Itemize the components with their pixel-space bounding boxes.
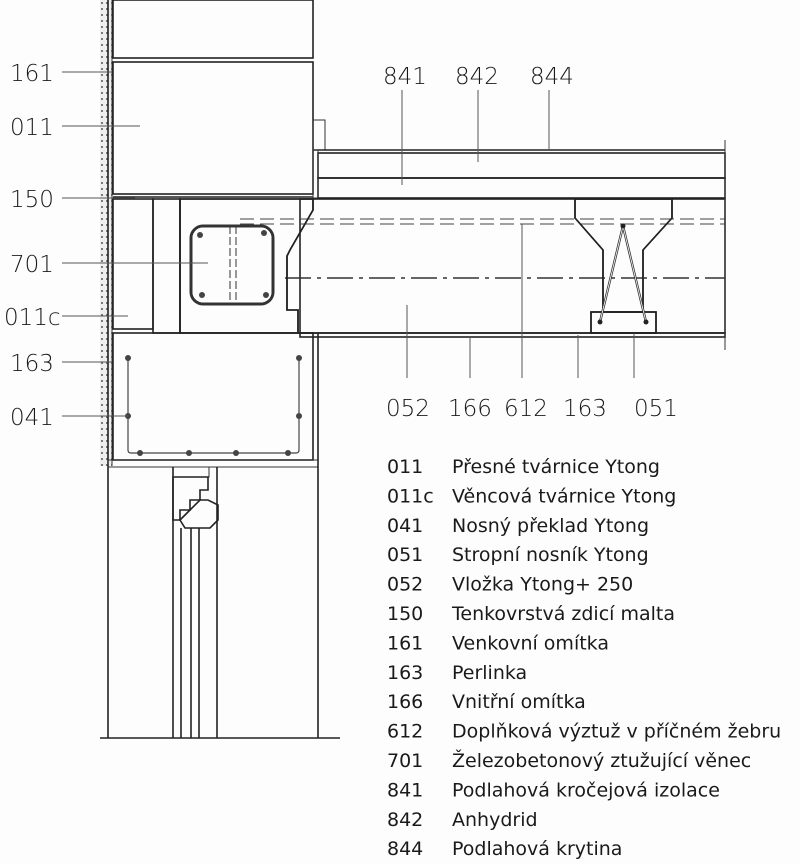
legend-row: 612 Doplňková výztuž v příčném žebru	[387, 721, 781, 743]
label-612: 612	[504, 396, 548, 422]
legend-row: 841 Podlahová kročejová izolace	[387, 779, 720, 801]
block-011	[112, 61, 314, 195]
label-841: 841	[383, 64, 427, 90]
legend-text: Vložka Ytong+ 250	[452, 574, 633, 596]
baseboard	[312, 119, 326, 151]
legend-row: 163 Perlinka	[387, 662, 527, 684]
label-051: 051	[634, 396, 678, 422]
legend-code: 011c	[387, 485, 434, 507]
label-163: 163	[10, 351, 54, 377]
label-150: 150	[10, 187, 54, 213]
legend-code: 612	[387, 721, 423, 743]
legend-code: 701	[387, 750, 423, 772]
legend-code: 842	[387, 809, 423, 831]
legend-code: 166	[387, 691, 423, 713]
label-701: 701	[10, 252, 54, 278]
ring-block-011c	[112, 198, 154, 330]
legend-code: 041	[387, 515, 423, 537]
legend-code: 011	[387, 456, 423, 478]
legend-row: 166 Vnitřní omítka	[387, 691, 586, 713]
legend-row: 150 Tenkovrstvá zdicí malta	[387, 603, 675, 625]
legend: 011 Přesné tvárnice Ytong 011c Věncová tvár…	[387, 456, 781, 860]
impact-insulation-841	[317, 177, 726, 199]
legend-text: Věncová tvárnice Ytong	[452, 485, 676, 507]
legend-row: 041 Nosný překlad Ytong	[387, 515, 649, 537]
label-011c: 011c	[4, 305, 61, 331]
legend-code: 844	[387, 838, 423, 860]
legend-text: Podlahová kročejová izolace	[452, 779, 720, 801]
label-011: 011	[10, 115, 54, 141]
label-166: 166	[448, 396, 492, 422]
legend-text: Perlinka	[452, 662, 527, 684]
ring-insulation	[152, 198, 181, 334]
legend-code: 163	[387, 662, 423, 684]
window-frame	[172, 466, 219, 738]
legend-row: 842 Anhydrid	[387, 809, 538, 831]
interior-plaster-166	[299, 332, 726, 338]
legend-row: 051 Stropní nosník Ytong	[387, 544, 649, 566]
legend-code: 052	[387, 574, 423, 596]
legend-text: Doplňková výztuž v příčném žebru	[452, 721, 781, 743]
legend-text: Venkovní omítka	[452, 632, 609, 654]
label-161: 161	[10, 61, 54, 87]
legend-row: 052 Vložka Ytong+ 250	[387, 574, 633, 596]
legend-text: Tenkovrstvá zdicí malta	[451, 603, 675, 625]
legend-code: 051	[387, 544, 423, 566]
legend-row: 844 Podlahová krytina	[387, 838, 622, 860]
legend-text: Nosný překlad Ytong	[452, 515, 649, 537]
legend-row: 011c Věncová tvárnice Ytong	[387, 485, 676, 507]
legend-text: Stropní nosník Ytong	[452, 544, 649, 566]
legend-code: 841	[387, 779, 423, 801]
lintel-041	[112, 332, 314, 461]
legend-text: Železobetonový ztužující věnec	[452, 749, 751, 772]
legend-text: Vnitřní omítka	[452, 691, 586, 713]
legend-text: Přesné tvárnice Ytong	[452, 456, 660, 478]
label-842: 842	[455, 64, 499, 90]
anhydrite-842	[317, 152, 726, 179]
legend-row: 011 Přesné tvárnice Ytong	[387, 456, 660, 478]
exterior-plaster	[100, 0, 112, 466]
label-052: 052	[386, 396, 430, 422]
legend-row: 161 Venkovní omítka	[387, 632, 609, 654]
block-011-upper	[112, 0, 314, 59]
label-163-bottom: 163	[563, 396, 607, 422]
legend-text: Podlahová krytina	[452, 838, 622, 860]
label-041: 041	[10, 405, 54, 431]
rib-reinforcement-612	[598, 225, 648, 323]
legend-text: Anhydrid	[452, 809, 538, 831]
floor-rib	[574, 198, 673, 313]
label-844: 844	[530, 64, 574, 90]
legend-row: 701 Železobetonový ztužující věnec	[387, 749, 751, 772]
legend-code: 161	[387, 632, 423, 654]
legend-code: 150	[387, 603, 423, 625]
